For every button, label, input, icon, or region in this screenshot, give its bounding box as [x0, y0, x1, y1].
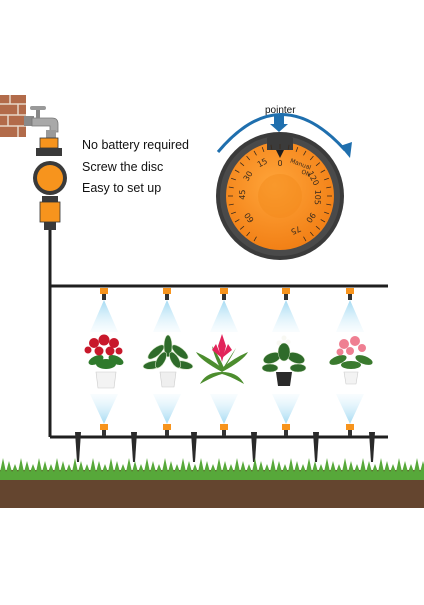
- stake: [131, 432, 137, 462]
- drip-tubing: [48, 230, 388, 439]
- dial-tick: [295, 146, 299, 152]
- dial-tick: [228, 186, 234, 189]
- ground-stakes: [75, 432, 375, 462]
- dial-tick: [246, 231, 251, 237]
- stake: [369, 432, 375, 462]
- dial-tick: [303, 150, 307, 156]
- dial-tick: [320, 169, 326, 173]
- emitter: [220, 424, 228, 430]
- emitter: [282, 288, 290, 294]
- dial-ticks: [228, 144, 332, 242]
- emitter: [163, 424, 171, 430]
- stake: [191, 432, 197, 462]
- dial-tick: [270, 144, 273, 150]
- emitter: [100, 424, 108, 430]
- dial-tick: [320, 219, 326, 223]
- emitter-stem: [222, 430, 226, 436]
- emitter-stem: [102, 294, 106, 300]
- bromeliad-plant: [196, 334, 248, 384]
- spray-mist: [90, 300, 118, 332]
- emitter-stem: [284, 294, 288, 300]
- dial-tick: [303, 236, 307, 242]
- emitter-stem: [348, 294, 352, 300]
- spray-mist: [210, 394, 238, 424]
- dial-tick: [309, 155, 314, 161]
- dial-tick: [253, 150, 257, 156]
- dial-tick: [239, 225, 245, 230]
- dial-tick: [324, 211, 330, 215]
- dial-on-label: ON: [300, 169, 311, 179]
- dial-tick: [230, 211, 236, 215]
- dial-tick: [234, 169, 240, 173]
- emitter-stem: [222, 294, 226, 300]
- dial-minute-label: 15: [256, 157, 269, 170]
- dial-tick: [228, 203, 234, 206]
- dial-tick: [326, 186, 332, 189]
- potted-plants: [84, 334, 373, 389]
- stake: [313, 432, 319, 462]
- dial-tick: [253, 236, 257, 242]
- pointer-label: pointer: [265, 105, 296, 116]
- dial-tick: [315, 225, 321, 230]
- ground: [0, 458, 424, 508]
- emitter-stem: [165, 294, 169, 300]
- spray-mist: [272, 394, 300, 424]
- dial-tick: [309, 231, 314, 237]
- emitter: [100, 288, 108, 294]
- emitter: [282, 424, 290, 430]
- dial-tick: [234, 219, 240, 223]
- emitter: [163, 288, 171, 294]
- dial-tick: [246, 155, 251, 161]
- garden-faucet: [24, 106, 59, 138]
- dial-zero-label: 0: [277, 159, 282, 168]
- dial-tick: [239, 162, 245, 167]
- dial-minute-label: 75: [289, 224, 302, 236]
- brick-wall: [0, 95, 26, 137]
- stake: [251, 432, 257, 462]
- dial-minute-label: 105: [313, 190, 323, 206]
- bottom-sprayers: [90, 394, 364, 436]
- stake: [75, 432, 81, 462]
- rotation-arrow: [216, 113, 352, 158]
- spray-mist: [210, 300, 238, 332]
- feature-screw-disc: Screw the disc: [82, 160, 164, 174]
- pink-rose-plant: [329, 336, 373, 385]
- spray-mist: [153, 394, 181, 424]
- emitter: [220, 288, 228, 294]
- feature-no-battery: No battery required: [82, 138, 190, 152]
- red-rose-plant: [84, 334, 124, 389]
- dial-tick: [261, 146, 265, 152]
- green-leaf-plant: [142, 334, 194, 388]
- top-sprayers: [90, 288, 364, 332]
- dial-tick: [326, 203, 332, 206]
- dial-tick: [287, 144, 290, 150]
- emitter-stem: [102, 430, 106, 436]
- emitter-stem: [284, 430, 288, 436]
- spray-mist: [336, 300, 364, 332]
- emitter: [346, 424, 354, 430]
- emitter-stem: [348, 430, 352, 436]
- white-flower-plant: [261, 335, 307, 386]
- water-timer-device: [33, 137, 67, 230]
- spray-mist: [272, 300, 300, 332]
- dial-tick: [315, 162, 321, 167]
- dial-minute-label: 45: [238, 189, 247, 199]
- spray-mist: [336, 394, 364, 424]
- feature-easy-setup: Easy to set up: [82, 181, 162, 195]
- emitter-stem: [165, 430, 169, 436]
- spray-mist: [153, 300, 181, 332]
- grass: [0, 458, 424, 480]
- spray-mist: [90, 394, 118, 424]
- dial-tick: [324, 177, 330, 181]
- emitter: [346, 288, 354, 294]
- dial-tick: [230, 177, 236, 181]
